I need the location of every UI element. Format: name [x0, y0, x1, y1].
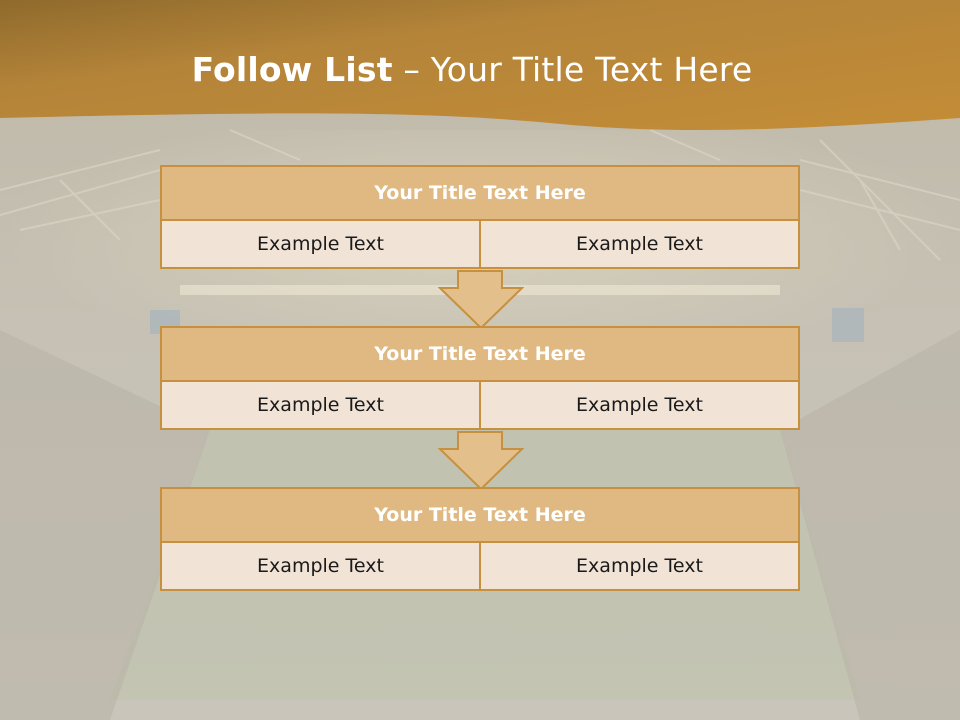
slide-title-separator: – [392, 50, 431, 89]
block-cell-left: Example Text [162, 221, 479, 267]
slide-title: Follow List – Your Title Text Here [0, 50, 944, 89]
slide-title-text: Your Title Text Here [430, 50, 753, 89]
block-cell-right: Example Text [479, 543, 798, 589]
block-cell-left: Example Text [162, 543, 479, 589]
down-arrow-icon [438, 431, 524, 491]
list-block-2: Your Title Text Here Example Text Exampl… [160, 326, 800, 430]
block-title: Your Title Text Here [160, 165, 800, 221]
down-arrow-icon [438, 270, 524, 330]
slide-title-bold: Follow List [191, 50, 393, 89]
block-cell-right: Example Text [479, 382, 798, 428]
block-row: Example Text Example Text [160, 221, 800, 269]
block-title: Your Title Text Here [160, 487, 800, 543]
list-block-1: Your Title Text Here Example Text Exampl… [160, 165, 800, 269]
header-band [0, 0, 960, 131]
block-row: Example Text Example Text [160, 382, 800, 430]
block-cell-right: Example Text [479, 221, 798, 267]
list-block-3: Your Title Text Here Example Text Exampl… [160, 487, 800, 591]
block-cell-left: Example Text [162, 382, 479, 428]
block-row: Example Text Example Text [160, 543, 800, 591]
block-title: Your Title Text Here [160, 326, 800, 382]
